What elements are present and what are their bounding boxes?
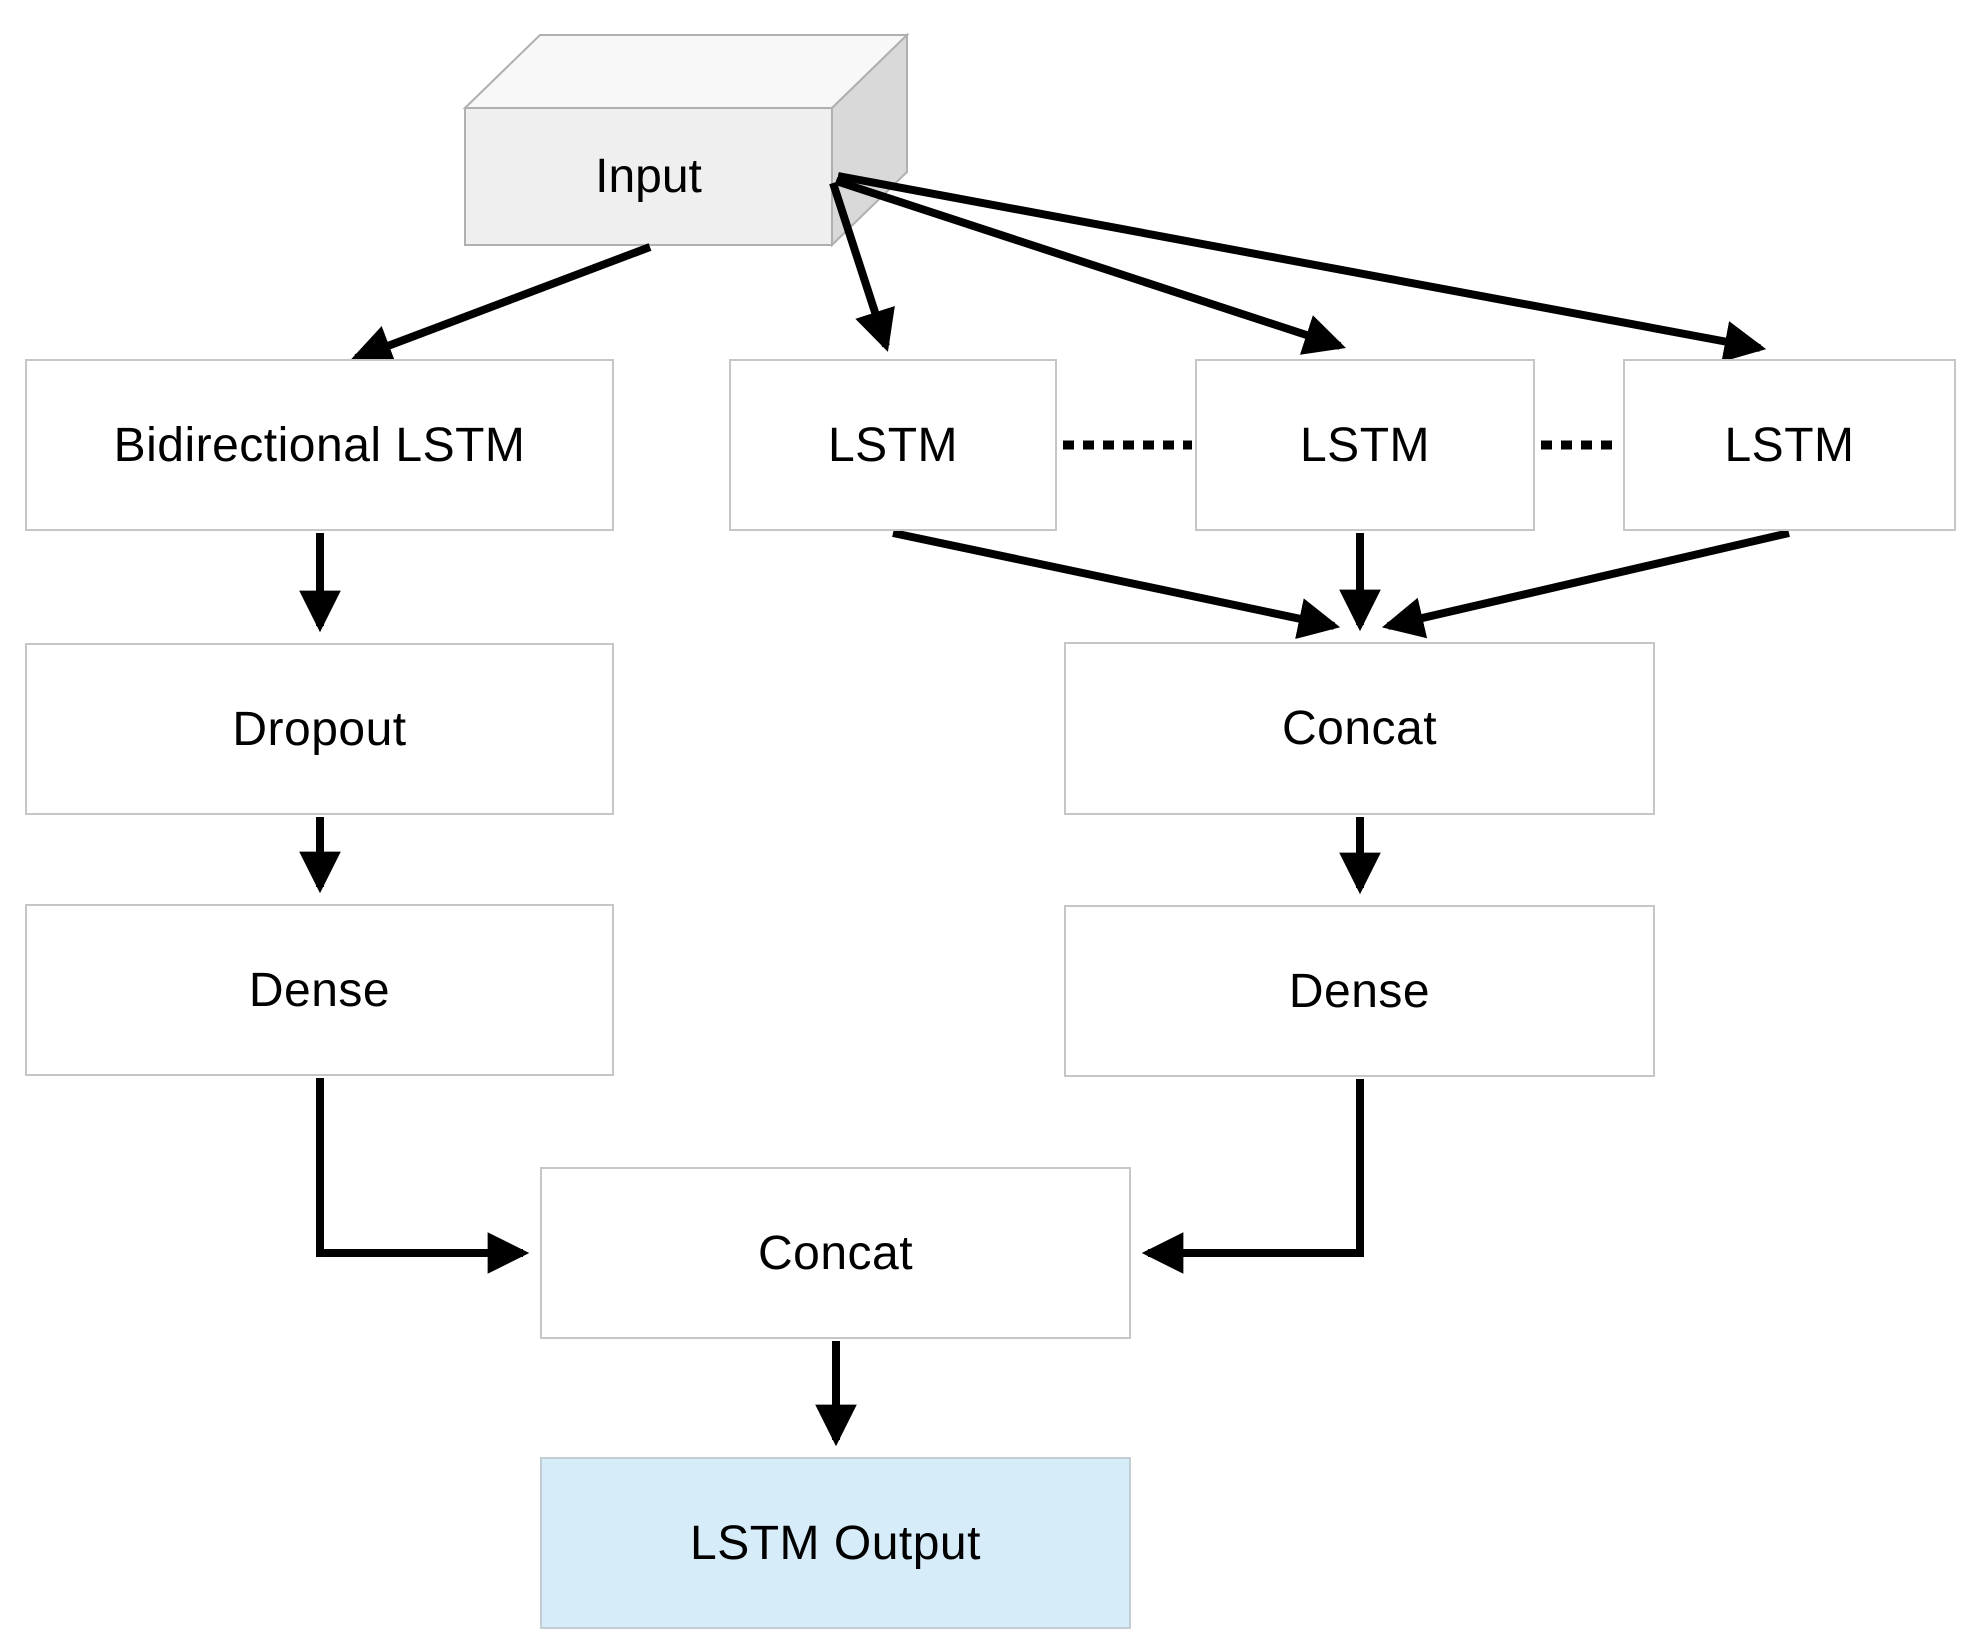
- node-lstm-3: LSTM: [1623, 359, 1956, 531]
- edge-input-lstm2: [834, 177, 1346, 355]
- node-lstm-2: LSTM: [1195, 359, 1535, 531]
- edge-lstm1-concat: [892, 529, 1341, 640]
- node-lstm-output: LSTM Output: [540, 1457, 1131, 1629]
- node-dense-left: Dense: [25, 904, 614, 1076]
- node-dense-right: Dense: [1064, 905, 1655, 1077]
- node-bidirectional-lstm: Bidirectional LSTM: [25, 359, 614, 531]
- edge-lstm3-concat: [1381, 529, 1790, 639]
- node-dropout: Dropout: [25, 643, 614, 815]
- edge-dense-left-concat-center: [316, 1078, 530, 1274]
- edge-input-lstm3: [837, 172, 1767, 362]
- input-3d-box: [462, 32, 910, 248]
- node-concat-center: Concat: [540, 1167, 1131, 1339]
- node-input-label: Input: [595, 150, 702, 203]
- edge-input-lstm1: [829, 181, 895, 352]
- node-lstm-1: LSTM: [729, 359, 1057, 531]
- node-concat-right: Concat: [1064, 642, 1655, 815]
- edge-input-bilstm: [350, 243, 652, 365]
- edge-dense-right-concat-center: [1141, 1079, 1364, 1274]
